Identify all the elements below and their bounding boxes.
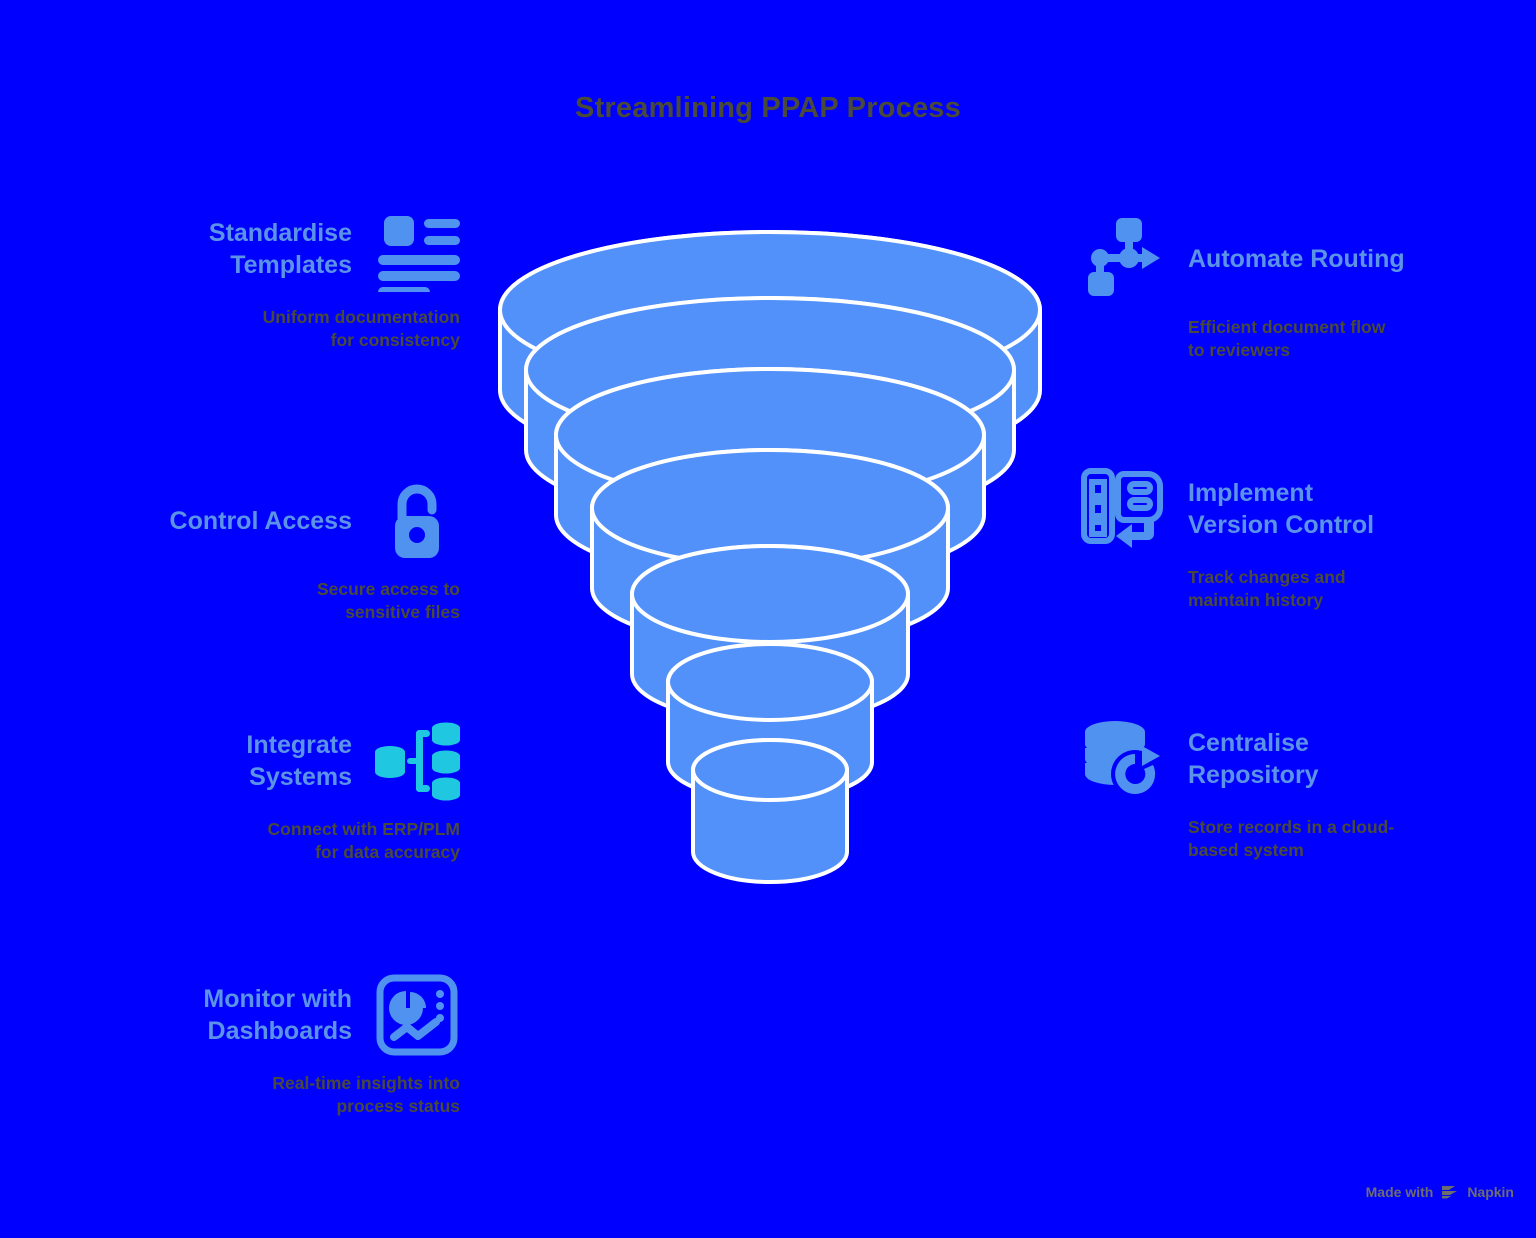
version-control-icon — [1080, 466, 1166, 552]
item-description: Track changes and maintain history — [1080, 566, 1536, 613]
item-description: Efficient document flow to reviewers — [1080, 316, 1536, 363]
heading-line-1: Centralise — [1188, 729, 1309, 757]
funnel-graphic — [460, 190, 1080, 1050]
heading-line-1: Standardise — [208, 219, 352, 247]
item-description: Secure access to sensitive files — [0, 578, 460, 625]
heading-line-2: Repository — [1188, 761, 1319, 789]
dashboard-chart-icon — [374, 972, 460, 1058]
desc-line-1: Real-time insights into — [272, 1073, 460, 1093]
desc-line-1: Connect with ERP/PLM — [267, 819, 461, 839]
desc-line-2: sensitive files — [345, 602, 460, 623]
napkin-watermark: Made with Napkin — [1366, 1184, 1514, 1200]
desc-line-1: Store records in a cloud- — [1188, 817, 1395, 837]
desc-line-2: for consistency — [330, 330, 460, 351]
heading-line-2: Systems — [249, 763, 352, 791]
desc-line-1: Track changes and — [1188, 567, 1346, 587]
heading-line-1: Control Access — [169, 507, 352, 535]
item-description: Store records in a cloud-based system — [1080, 816, 1536, 863]
heading-line-1: Automate Routing — [1188, 245, 1405, 273]
document-template-icon — [374, 206, 460, 292]
heading-line-1: Monitor with — [203, 985, 352, 1013]
heading-line-2: Templates — [230, 251, 352, 279]
workflow-routing-icon — [1080, 216, 1166, 302]
napkin-logo-icon — [1441, 1185, 1459, 1199]
heading-line-2: Version Control — [1188, 511, 1375, 539]
desc-line-2: maintain history — [1188, 590, 1324, 611]
heading-line-1: Implement — [1188, 479, 1314, 507]
desc-line-1: Efficient document flow — [1188, 317, 1386, 337]
desc-line-2: for data accuracy — [315, 842, 460, 863]
item-description: Real-time insights into process status — [0, 1072, 460, 1119]
database-sync-icon — [1080, 716, 1166, 802]
item-heading: Automate Routing — [1188, 243, 1405, 275]
item-heading: Control Access — [170, 505, 352, 537]
watermark-brand: Napkin — [1467, 1184, 1514, 1200]
page-title: Streamlining PPAP Process — [575, 92, 961, 124]
unlock-icon — [374, 478, 460, 564]
item-header-row: Automate Routing — [1080, 216, 1536, 302]
desc-line-1: Uniform documentation — [262, 307, 460, 327]
desc-line-2: to reviewers — [1188, 340, 1291, 361]
item-control-access[interactable]: Control Access Secure access to sensitive… — [0, 478, 460, 625]
item-description: Uniform documentation for consistency — [0, 306, 460, 353]
desc-line-2: based system — [1188, 840, 1304, 861]
item-description: Connect with ERP/PLM for data accuracy — [0, 818, 461, 865]
database-integration-icon — [374, 718, 460, 804]
item-header-row: Control Access — [0, 478, 460, 564]
desc-line-1: Secure access to — [316, 579, 460, 599]
item-automate-routing[interactable]: Automate Routing Efficient document flow… — [1080, 216, 1536, 363]
desc-line-2: process status — [336, 1096, 460, 1117]
watermark-prefix: Made with — [1365, 1184, 1434, 1200]
heading-line-2: Dashboards — [207, 1017, 352, 1045]
heading-line-1: Integrate — [246, 731, 352, 759]
